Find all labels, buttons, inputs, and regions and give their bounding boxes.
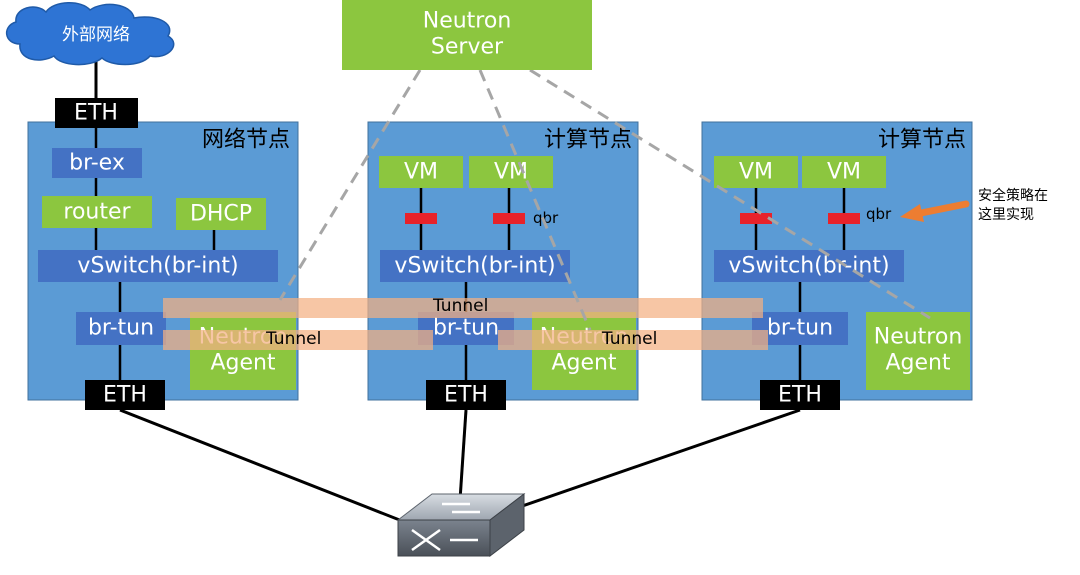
tunnel-left-band [163,330,433,350]
dhcp-box [176,198,266,230]
tunnel-top-label: Tunnel [432,296,488,316]
neutron-agent-label-2: Agent [551,351,616,376]
eth-box [760,380,840,410]
neutron-agent-box [866,312,970,390]
neutron-agent-label-1: Neutron [874,325,963,350]
tunnel-right-label: Tunnel [601,329,657,349]
neutron-server-box [342,0,592,70]
eth-bottom [85,380,165,410]
qbr-1-marker [405,213,437,224]
qbr-2-marker [493,213,525,224]
neutron-agent-box [532,312,636,390]
vm-2-label: VM [827,160,861,185]
network-switch-icon [396,492,526,558]
neutron-server-links [278,68,931,331]
cloud-icon [6,2,175,66]
server-link-network-node [278,69,422,301]
br-tun-box [76,312,166,345]
neutron-agent-label-2: Agent [885,351,950,376]
vm-2-box [802,156,886,188]
compute-node-1-title: 计算节点 [544,128,632,153]
switch-links [119,408,801,532]
arrow-left-icon [900,200,970,222]
vm-1-label: VM [739,160,773,185]
router-label: router [63,200,131,225]
qbr-1-marker [740,213,772,224]
dhcp-label: DHCP [190,202,252,227]
router-box [42,196,152,228]
tunnels [163,298,768,350]
qbr-label: qbr [866,205,892,223]
vswitch-box [380,250,570,282]
neutron-server-label-2: Server [431,35,504,60]
network-node-title: 网络节点 [202,128,290,153]
br-tun-label: br-tun [767,316,833,341]
vm-1-label: VM [404,160,438,185]
neutron-agent-label-2: Agent [210,351,275,376]
eth-top-label: ETH [74,101,118,126]
eth-label: ETH [778,383,822,408]
network-node: 网络节点 ETH br-ex router DHCP vSwitch(br-in… [27,98,299,410]
eth-top [55,98,138,128]
vm-2-box [469,156,553,188]
link-network-node [119,408,426,532]
vswitch-box [714,250,904,282]
vm-1-box [714,156,798,188]
security-note-line-1: 安全策略在 [978,187,1048,204]
link-compute-node-2 [504,408,801,514]
qbr-label: qbr [533,209,559,227]
eth-bottom-label: ETH [103,383,147,408]
security-note-line-2: 这里实现 [978,206,1034,223]
eth-box [426,380,506,410]
compute-node-2: 计算节点 VM VM qbr vSwitch(br-int) br-tun Ne… [701,121,973,410]
server-link-compute-1 [478,69,592,331]
tunnel-top-band [163,298,763,318]
neutron-agent-box [190,312,296,390]
compute-node-1: 计算节点 VM VM qbr vSwitch(br-int) br-tun Ne… [367,121,639,410]
vswitch-label: vSwitch(br-int) [394,254,555,279]
eth-label: ETH [444,383,488,408]
neutron-server-label-1: Neutron [423,9,512,34]
compute-node-2-title: 计算节点 [878,128,966,153]
br-tun-label: br-tun [88,316,154,341]
vswitch-label: vSwitch(br-int) [77,254,238,279]
tunnel-right-band [498,330,768,350]
br-tun-label: br-tun [433,316,499,341]
external-network-label: 外部网络 [62,25,130,45]
qbr-2-marker [828,213,860,224]
br-ex-label: br-ex [69,151,125,176]
vm-1-box [379,156,463,188]
vswitch-label: vSwitch(br-int) [728,254,889,279]
link-compute-node-1 [458,409,468,501]
vswitch-box [38,250,278,282]
br-ex-box [52,148,142,178]
tunnel-left-label: Tunnel [265,329,321,349]
